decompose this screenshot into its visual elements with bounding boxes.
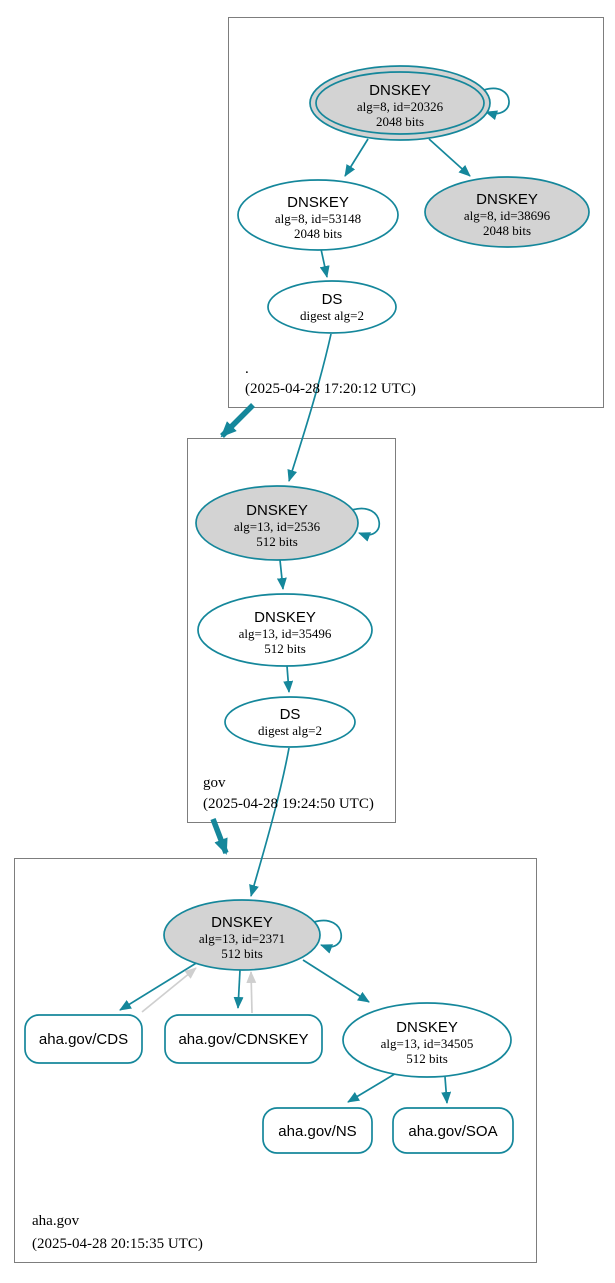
edge-aha-ksk-to-cds xyxy=(119,961,199,1011)
edge-aha-ksk-self-loop xyxy=(313,919,343,954)
node-root-key3-dnskey[interactable]: DNSKEY alg=8, id=38696 2048 bits xyxy=(424,176,590,248)
aha-soa-label: aha.gov/SOA xyxy=(408,1123,497,1140)
root-key3-title: DNSKEY xyxy=(476,191,538,208)
edge-aha-ksk-to-cdnskey xyxy=(233,969,244,1009)
edge-aha-zsk-to-ns xyxy=(347,1071,399,1103)
edge-delegation-gov-to-aha xyxy=(210,818,229,855)
root-ds-detail: digest alg=2 xyxy=(300,308,364,323)
gov-ksk-ellipse xyxy=(195,485,359,561)
gov-ds-detail: digest alg=2 xyxy=(258,723,322,738)
zone-timestamp-aha-gov: (2025-04-28 20:15:35 UTC) xyxy=(32,1236,203,1252)
gov-ksk-bits: 512 bits xyxy=(256,534,298,549)
edge-gov-ksk-self-loop xyxy=(351,507,381,542)
root-ksk-inner-ellipse xyxy=(315,71,485,135)
root-ds-ellipse xyxy=(267,280,397,334)
aha-ns-rect xyxy=(262,1107,373,1154)
zone-timestamp-root: (2025-04-28 17:20:12 UTC) xyxy=(245,381,416,397)
gov-ds-title: DS xyxy=(280,706,301,723)
node-aha-soa-rrset[interactable]: aha.gov/SOA xyxy=(392,1107,514,1154)
edge-aha-ksk-to-zsk xyxy=(302,959,370,1003)
root-key3-detail: alg=8, id=38696 xyxy=(464,208,551,223)
edge-root-ksk-self-loop xyxy=(483,87,510,121)
root-key3-ellipse xyxy=(424,176,590,248)
gov-zsk-ellipse xyxy=(197,593,373,667)
root-ksk-detail: alg=8, id=20326 xyxy=(357,99,444,114)
aha-ksk-bits: 512 bits xyxy=(221,946,263,961)
node-aha-zsk-dnskey[interactable]: DNSKEY alg=13, id=34505 512 bits xyxy=(342,1002,512,1078)
node-gov-ds[interactable]: DS digest alg=2 xyxy=(224,696,356,748)
edge-gov-ds-to-aha-ksk xyxy=(249,747,290,897)
edge-gov-ksk-to-zsk xyxy=(276,559,287,590)
edge-gov-zsk-to-ds xyxy=(283,665,294,693)
zone-box-gov xyxy=(187,438,396,823)
node-aha-ksk-dnskey[interactable]: DNSKEY alg=13, id=2371 512 bits xyxy=(163,899,321,971)
gov-zsk-bits: 512 bits xyxy=(264,641,306,656)
gov-zsk-title: DNSKEY xyxy=(254,609,316,626)
root-ksk-title: DNSKEY xyxy=(369,82,431,99)
edge-root-ds-to-gov-ksk xyxy=(287,333,332,482)
aha-cdnskey-rect xyxy=(164,1014,323,1064)
aha-cdnskey-label: aha.gov/CDNSKEY xyxy=(178,1031,308,1048)
root-zsk-title: DNSKEY xyxy=(287,194,349,211)
root-ksk-bits: 2048 bits xyxy=(376,114,424,129)
root-key3-bits: 2048 bits xyxy=(483,223,531,238)
node-aha-cdnskey-rrset[interactable]: aha.gov/CDNSKEY xyxy=(164,1014,323,1064)
edge-aha-cds-to-ksk xyxy=(141,967,197,1013)
gov-ksk-detail: alg=13, id=2536 xyxy=(234,519,321,534)
zone-label-aha-gov: aha.gov xyxy=(32,1213,80,1229)
node-root-ds[interactable]: DS digest alg=2 xyxy=(267,280,397,334)
node-gov-zsk-dnskey[interactable]: DNSKEY alg=13, id=35496 512 bits xyxy=(197,593,373,667)
root-zsk-ellipse xyxy=(237,179,399,251)
node-root-zsk-dnskey[interactable]: DNSKEY alg=8, id=53148 2048 bits xyxy=(237,179,399,251)
gov-zsk-detail: alg=13, id=35496 xyxy=(239,626,332,641)
aha-cds-rect xyxy=(24,1014,143,1064)
edge-aha-zsk-to-soa xyxy=(441,1076,452,1104)
node-root-ksk-dnskey[interactable]: DNSKEY alg=8, id=20326 2048 bits xyxy=(309,65,491,141)
edge-delegation-root-to-gov xyxy=(220,403,255,438)
node-gov-ksk-dnskey[interactable]: DNSKEY alg=13, id=2536 512 bits xyxy=(195,485,359,561)
node-aha-ns-rrset[interactable]: aha.gov/NS xyxy=(262,1107,373,1154)
zone-labels: . (2025-04-28 17:20:12 UTC) gov (2025-04… xyxy=(32,361,416,1252)
aha-zsk-ellipse xyxy=(342,1002,512,1078)
root-ds-title: DS xyxy=(322,291,343,308)
edge-root-ksk-to-key3 xyxy=(428,138,471,177)
aha-ksk-detail: alg=13, id=2371 xyxy=(199,931,285,946)
root-zsk-bits: 2048 bits xyxy=(294,226,342,241)
aha-ksk-ellipse xyxy=(163,899,321,971)
nodes: DNSKEY alg=8, id=20326 2048 bits DNSKEY … xyxy=(24,65,590,1154)
node-aha-cds-rrset[interactable]: aha.gov/CDS xyxy=(24,1014,143,1064)
zone-boxes xyxy=(14,17,604,1263)
edge-root-ksk-to-zsk xyxy=(344,138,369,177)
gov-ds-ellipse xyxy=(224,696,356,748)
gov-ksk-title: DNSKEY xyxy=(246,502,308,519)
root-zsk-detail: alg=8, id=53148 xyxy=(275,211,361,226)
edge-root-zsk-to-ds xyxy=(319,248,330,278)
zone-label-root: . xyxy=(245,361,249,377)
aha-ns-label: aha.gov/NS xyxy=(278,1123,356,1140)
zone-box-root xyxy=(228,17,604,408)
aha-cds-label: aha.gov/CDS xyxy=(39,1031,128,1048)
zone-box-aha-gov xyxy=(14,858,537,1263)
edge-aha-cdnskey-to-ksk xyxy=(246,971,257,1014)
aha-ksk-title: DNSKEY xyxy=(211,914,273,931)
aha-zsk-bits: 512 bits xyxy=(406,1051,448,1066)
aha-zsk-title: DNSKEY xyxy=(396,1019,458,1036)
aha-zsk-detail: alg=13, id=34505 xyxy=(381,1036,474,1051)
zone-label-gov: gov xyxy=(203,775,226,791)
edges xyxy=(119,87,510,1104)
aha-soa-rect xyxy=(392,1107,514,1154)
zone-timestamp-gov: (2025-04-28 19:24:50 UTC) xyxy=(203,796,374,812)
